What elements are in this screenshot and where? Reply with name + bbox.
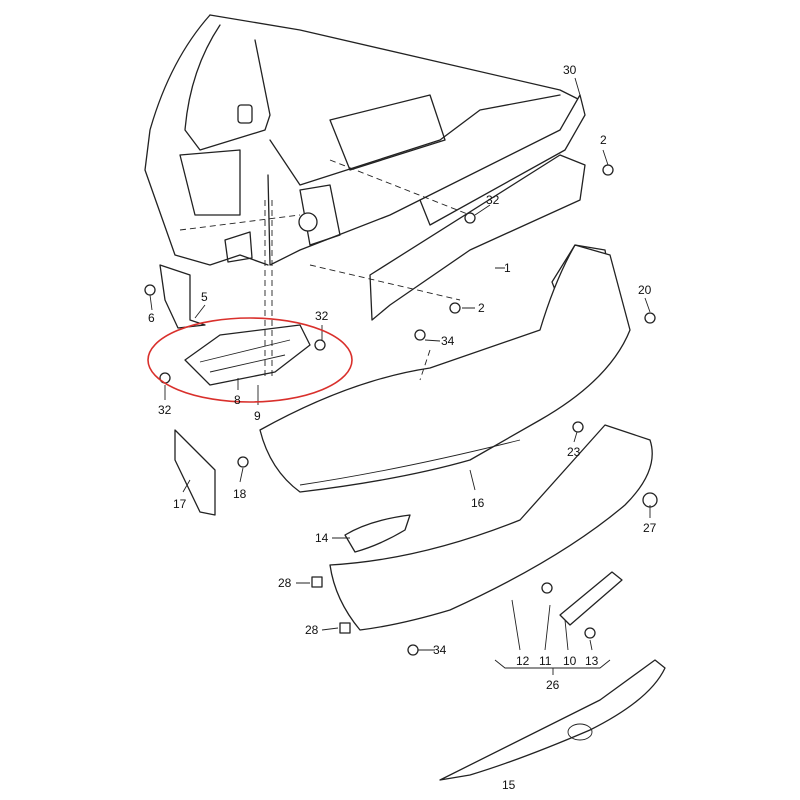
label-6: 6	[148, 311, 155, 325]
car-body-rear	[144, 14, 581, 266]
lower-panel-26	[329, 424, 653, 631]
label-32: 32	[315, 309, 329, 323]
fasteners	[144, 164, 658, 656]
label-23: 23	[567, 445, 581, 459]
diffuser-15	[439, 659, 666, 781]
label-32: 32	[486, 193, 500, 207]
label-30: 30	[563, 63, 577, 77]
bumper-cover-16	[259, 244, 631, 493]
highlight-ellipse	[147, 317, 353, 403]
label-20: 20	[638, 283, 652, 297]
impact-absorber-30	[419, 94, 586, 226]
bracket-8	[184, 324, 311, 386]
label-9: 9	[254, 409, 261, 423]
bumper-carrier-1	[369, 154, 586, 321]
label-32: 32	[158, 403, 172, 417]
label-14: 14	[315, 531, 329, 545]
label-17: 17	[173, 497, 187, 511]
label-10: 10	[563, 654, 577, 668]
label-18: 18	[233, 487, 247, 501]
label-15: 15	[502, 778, 516, 792]
label-13: 13	[585, 654, 599, 668]
label-26: 26	[546, 678, 560, 692]
label-34: 34	[441, 334, 455, 348]
label-16: 16	[471, 496, 485, 510]
label-11: 11	[539, 654, 552, 668]
part-labels: 30 2 32 1 20 2 34 32 5 6 32 8 9 23 17 18…	[148, 63, 657, 792]
label-28: 28	[305, 623, 319, 637]
label-2: 2	[600, 133, 607, 147]
label-1: 1	[504, 261, 511, 275]
label-27: 27	[643, 521, 657, 535]
label-28: 28	[278, 576, 292, 590]
label-2: 2	[478, 301, 485, 315]
label-8: 8	[234, 393, 241, 407]
label-34: 34	[433, 643, 447, 657]
label-12: 12	[516, 654, 530, 668]
label-5: 5	[201, 290, 208, 304]
